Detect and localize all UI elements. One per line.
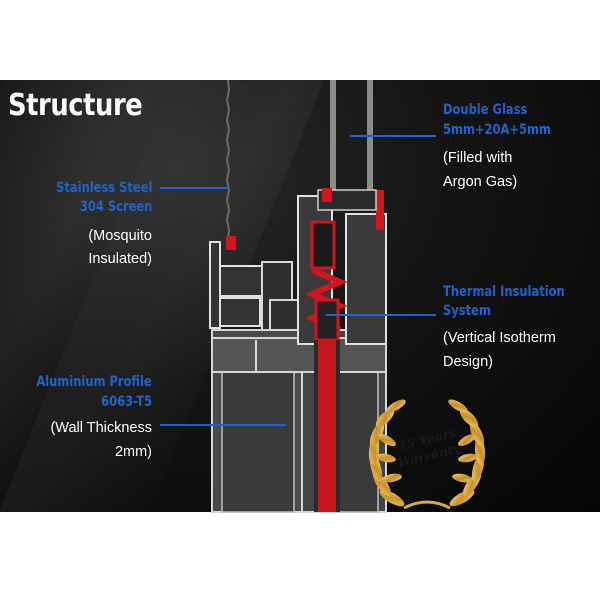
- glass-pane-outer: [330, 80, 336, 210]
- thermal-heading-line2: System: [443, 303, 491, 319]
- profile-heading-line2: 6063-T5: [101, 394, 152, 410]
- glass-desc-line2: Argon Gas): [443, 174, 518, 190]
- glass-heading-line1: Double Glass: [443, 102, 528, 118]
- glass-heading-line2: 5mm+20A+5mm: [443, 122, 551, 138]
- page-title: Structure: [8, 88, 143, 123]
- thermal-heading-line1: Thermal Insulation: [443, 284, 565, 300]
- glass-pane-inner: [367, 80, 373, 210]
- glass-top-spacer: [317, 189, 377, 211]
- mosquito-screen-mesh: [225, 79, 231, 241]
- thermal-break-vertical-edge-right: [336, 340, 340, 512]
- screen-desc-line1: (Mosquito: [88, 228, 152, 244]
- screen-heading-line1: Stainless Steel: [55, 180, 152, 196]
- glass-bead: [376, 190, 384, 230]
- profile-heading-line1: Aluminium Profile: [36, 374, 152, 390]
- glass-leader-line: [350, 135, 436, 137]
- screen-desc-line2: Insulated): [88, 251, 152, 267]
- thermal-desc-line2: Design): [443, 354, 493, 370]
- profile-desc-line1: (Wall Thickness: [50, 420, 152, 436]
- thermal-break-vertical-edge: [314, 340, 318, 512]
- glass-gasket-left: [322, 188, 332, 202]
- profile-desc-line2: 2mm): [114, 444, 152, 460]
- thermal-leader-line: [326, 314, 436, 316]
- thermal-break-upper: [310, 220, 336, 270]
- screen-leader-line: [160, 187, 228, 189]
- glass-desc-line1: (Filled with: [443, 150, 513, 166]
- screen-sash-post: [209, 241, 221, 329]
- thermal-desc-line1: (Vertical Isotherm: [443, 330, 556, 346]
- argon-gap: [336, 80, 367, 210]
- screen-gasket: [226, 236, 236, 250]
- profile-leader-line: [160, 424, 286, 426]
- glass-sash-right: [345, 213, 387, 345]
- frame-lower-left-inner: [221, 371, 295, 513]
- thermal-break-vertical: [318, 340, 336, 512]
- screen-heading-line2: 304 Screen: [79, 199, 152, 215]
